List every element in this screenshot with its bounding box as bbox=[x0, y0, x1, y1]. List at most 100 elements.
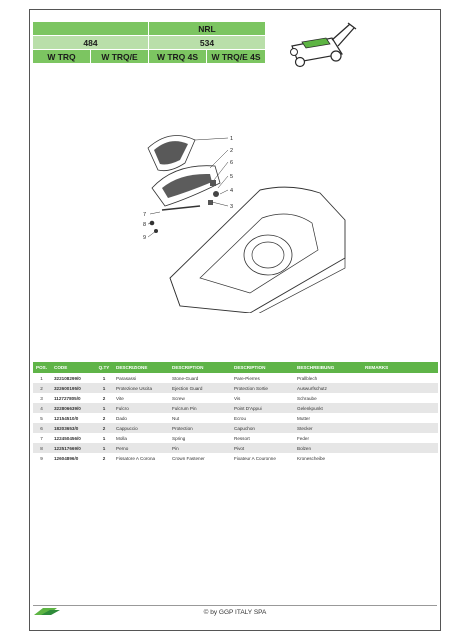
cell-code: 12154510/0 bbox=[54, 415, 79, 421]
cell-qty: 1 bbox=[102, 405, 106, 411]
ggp-logo-icon bbox=[34, 608, 60, 615]
cell-descrizione: Dado bbox=[116, 415, 127, 421]
header-row-2: 484 534 bbox=[33, 36, 265, 49]
cell-descrizione: Vite bbox=[116, 395, 124, 401]
header-cell: W TRQ 4S bbox=[149, 50, 207, 63]
cell-pos: 5 bbox=[40, 415, 43, 421]
cell-description-en: Stone-Guard bbox=[172, 375, 199, 381]
callout-label: 5 bbox=[230, 174, 233, 180]
cell-pos: 9 bbox=[40, 455, 43, 461]
page-frame bbox=[29, 9, 441, 631]
header-row-3: W TRQ W TRQ/E W TRQ 4S W TRQ/E 4S bbox=[33, 50, 265, 63]
cell-qty: 1 bbox=[102, 445, 106, 451]
cell-descrizione: Protezione Uscita bbox=[116, 385, 153, 391]
cell-code: 112727805/0 bbox=[54, 395, 81, 401]
header-cell: 534 bbox=[149, 36, 265, 49]
cell-beschreibung: Kronescheibe bbox=[297, 455, 326, 461]
callout-label: 1 bbox=[230, 136, 233, 142]
cell-description-fr: Capuchon bbox=[234, 425, 255, 431]
col-header-code: CODE bbox=[54, 365, 68, 370]
cell-qty: 1 bbox=[102, 375, 106, 381]
col-header-description-en: DESCRIPTION bbox=[172, 365, 204, 370]
col-header-qty: Q.TY bbox=[98, 365, 110, 370]
cell-qty: 1 bbox=[102, 385, 106, 391]
cell-descrizione: Cappuccio bbox=[116, 425, 138, 431]
spring-part bbox=[161, 205, 201, 211]
cell-qty: 1 bbox=[102, 435, 106, 441]
cell-code: 322600195/0 bbox=[54, 385, 81, 391]
cell-code: 12604896/0 bbox=[54, 455, 79, 461]
cell-pos: 6 bbox=[40, 425, 43, 431]
cell-qty: 2 bbox=[102, 425, 106, 431]
cell-description-en: Spring bbox=[172, 435, 186, 441]
cell-descrizione: Parasassi bbox=[116, 375, 137, 381]
table-row: 8 122517669/0 1 Perno Pin Pivot Bolzen bbox=[33, 443, 438, 453]
cell-pos: 8 bbox=[40, 445, 43, 451]
cell-code: 122517669/0 bbox=[54, 445, 81, 451]
parts-table: POS. CODE Q.TY DESCRIZIONE DESCRIPTION D… bbox=[33, 362, 438, 463]
cell-description-fr: Protection Sortie bbox=[234, 385, 268, 391]
callout-label: 9 bbox=[143, 235, 146, 241]
cell-beschreibung: Mutter bbox=[297, 415, 311, 421]
cell-description-en: Protection bbox=[172, 425, 193, 431]
cell-descrizione: Fissatore A Corona bbox=[116, 455, 156, 461]
cell-description-en: Pin bbox=[172, 445, 179, 451]
cell-pos: 1 bbox=[40, 375, 43, 381]
page-footer: © by GGP ITALY SPA bbox=[33, 605, 437, 622]
cell-beschreibung: Schraube bbox=[297, 395, 317, 401]
callout-label: 3 bbox=[230, 204, 233, 210]
col-header-pos: POS. bbox=[36, 365, 47, 370]
cell-description-fr: Pivot bbox=[234, 445, 245, 451]
table-row: 3 112727805/0 2 Vite Screw Vis Schraube bbox=[33, 393, 438, 403]
cell-description-en: Crown Fastener bbox=[172, 455, 205, 461]
header-cell: W TRQ bbox=[33, 50, 91, 63]
cell-qty: 2 bbox=[102, 415, 106, 421]
header-row-1: NRL bbox=[33, 22, 265, 35]
cell-pos: 3 bbox=[40, 395, 43, 401]
callout-label: 7 bbox=[143, 212, 146, 218]
col-header-beschreibung: BESCHREIBUNG bbox=[297, 365, 335, 370]
cell-description-fr: Pare-Pierres bbox=[234, 375, 260, 381]
table-row: 5 12154510/0 2 Dado Nut Ecrou Mutter bbox=[33, 413, 438, 423]
cell-description-en: Ejection Guard bbox=[172, 385, 203, 391]
cell-pos: 2 bbox=[40, 385, 43, 391]
cell-descrizione: Perno bbox=[116, 445, 129, 451]
cell-description-fr: Ressort bbox=[234, 435, 250, 441]
header-cell: W TRQ/E 4S bbox=[207, 50, 265, 63]
header-cell: W TRQ/E bbox=[91, 50, 149, 63]
table-row: 1 322108299/0 1 Parasassi Stone-Guard Pare-Pi… bbox=[33, 373, 438, 383]
header-cell: 484 bbox=[33, 36, 149, 49]
cell-beschreibung: Bolzen bbox=[297, 445, 312, 451]
col-header-descrizione: DESCRIZIONE bbox=[116, 365, 148, 370]
header-cell: NRL bbox=[149, 22, 265, 35]
header-cell bbox=[33, 22, 149, 35]
callout-label: 2 bbox=[230, 148, 233, 154]
cell-code: 18203653/0 bbox=[54, 425, 79, 431]
model-header-table: NRL 484 534 W TRQ W TRQ/E W TRQ 4S W TRQ… bbox=[33, 22, 265, 64]
callout-label: 8 bbox=[143, 222, 146, 228]
col-header-description-fr: DESCRIPTION bbox=[234, 365, 266, 370]
cell-descrizione: Fulcro bbox=[116, 405, 129, 411]
cell-beschreibung: Prallblech bbox=[297, 375, 318, 381]
cell-description-fr: Vis bbox=[234, 395, 241, 401]
cell-beschreibung: Auswurfschutz bbox=[297, 385, 327, 391]
cell-beschreibung: Feder bbox=[297, 435, 310, 441]
lawn-mower-icon bbox=[290, 22, 357, 68]
exploded-parts-diagram: 1 2 6 5 4 3 7 8 9 bbox=[143, 135, 346, 313]
cell-code: 322108299/0 bbox=[54, 375, 81, 381]
cell-description-fr: Point D'Appui bbox=[234, 405, 262, 411]
cell-qty: 2 bbox=[102, 395, 106, 401]
cell-description-en: Nut bbox=[172, 415, 180, 421]
cell-description-fr: Ecrou bbox=[234, 415, 247, 421]
cell-pos: 7 bbox=[40, 435, 43, 441]
cell-beschreibung: Gelenkpunkt bbox=[297, 405, 323, 411]
table-row: 2 322600195/0 1 Protezione Uscita Ejection G… bbox=[33, 383, 438, 393]
table-row: 6 18203653/0 2 Cappuccio Protection Capuchon S… bbox=[33, 423, 438, 433]
cell-description-en: Screw bbox=[172, 395, 185, 401]
cell-description-en: Fulcrum Pin bbox=[172, 405, 197, 411]
callout-label: 4 bbox=[230, 188, 233, 194]
cell-description-fr: Fixateur A Couronne bbox=[234, 455, 276, 461]
cell-beschreibung: Stecker bbox=[297, 425, 313, 431]
copyright-text: © by GGP ITALY SPA bbox=[203, 609, 267, 616]
